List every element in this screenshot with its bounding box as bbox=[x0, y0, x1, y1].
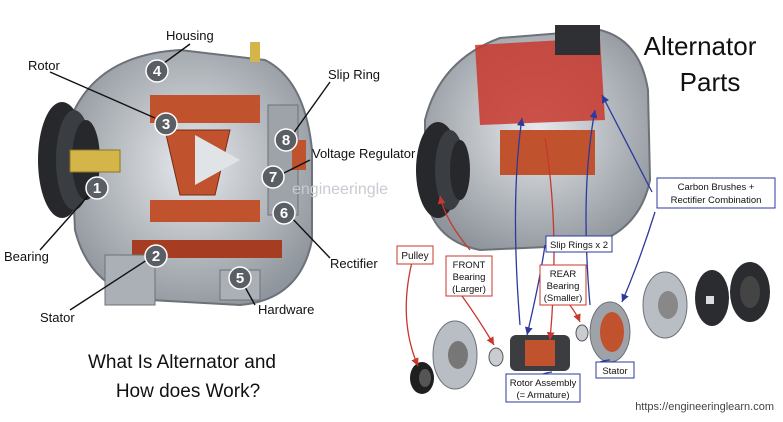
badge-2: 2 bbox=[144, 244, 168, 268]
svg-text:Carbon Brushes +: Carbon Brushes + bbox=[678, 182, 755, 193]
left-labels: Housing Rotor Slip Ring Voltage Regulato… bbox=[4, 28, 416, 325]
badge-1: 1 bbox=[85, 176, 109, 200]
right-alternator-illustration bbox=[410, 25, 770, 394]
front-bearing-label: FRONT Bearing (Larger) bbox=[445, 255, 493, 297]
stator-label: Stator bbox=[595, 361, 635, 379]
svg-text:4: 4 bbox=[153, 63, 162, 80]
source-url: https://engineeringlearn.com bbox=[635, 401, 774, 413]
svg-text:Rectifier Combination: Rectifier Combination bbox=[671, 195, 762, 206]
number-badges: 1 2 3 4 5 6 7 8 bbox=[85, 59, 298, 290]
label-hardware: Hardware bbox=[258, 302, 314, 317]
brushes-label: Carbon Brushes + Rectifier Combination bbox=[656, 177, 776, 209]
right-title: Alternator Parts bbox=[644, 31, 757, 97]
svg-text:Bearing: Bearing bbox=[453, 272, 486, 283]
exploded-rear-bearing bbox=[575, 324, 589, 342]
svg-text:REAR: REAR bbox=[550, 269, 577, 280]
svg-text:3: 3 bbox=[162, 116, 170, 133]
exploded-rotor bbox=[510, 335, 570, 371]
svg-text:(= Armature): (= Armature) bbox=[516, 390, 569, 401]
badge-8: 8 bbox=[274, 128, 298, 152]
svg-text:1: 1 bbox=[93, 180, 101, 197]
svg-text:(Larger): (Larger) bbox=[452, 284, 486, 295]
svg-text:Slip Rings x 2: Slip Rings x 2 bbox=[550, 240, 608, 251]
svg-text:6: 6 bbox=[280, 205, 288, 222]
label-rectifier: Rectifier bbox=[330, 256, 378, 271]
title-line-2: Parts bbox=[680, 67, 741, 97]
exploded-cover bbox=[730, 262, 770, 322]
label-housing: Housing bbox=[166, 28, 214, 43]
pulley-label: Pulley bbox=[396, 245, 434, 265]
caption-line-1: What Is Alternator and bbox=[88, 352, 276, 373]
label-voltage-regulator: Voltage Regulator bbox=[312, 146, 416, 161]
exploded-front-bearing bbox=[488, 347, 504, 367]
exploded-front-housing bbox=[432, 320, 478, 390]
badge-3: 3 bbox=[154, 112, 178, 136]
svg-text:(Smaller): (Smaller) bbox=[544, 293, 583, 304]
label-slip-ring: Slip Ring bbox=[328, 67, 380, 82]
badge-7: 7 bbox=[261, 165, 285, 189]
svg-text:Stator: Stator bbox=[602, 366, 627, 377]
title-line-1: Alternator bbox=[644, 31, 757, 61]
rotor-assembly-label: Rotor Assembly (= Armature) bbox=[505, 373, 581, 403]
caption-line-2: How does Work? bbox=[116, 381, 260, 402]
svg-text:Rotor Assembly: Rotor Assembly bbox=[510, 378, 577, 389]
label-stator: Stator bbox=[40, 310, 75, 325]
exploded-pulley bbox=[410, 362, 434, 394]
rear-bearing-label: REAR Bearing (Smaller) bbox=[539, 264, 587, 306]
svg-text:8: 8 bbox=[282, 132, 290, 149]
label-rotor: Rotor bbox=[28, 58, 60, 73]
svg-text:Bearing: Bearing bbox=[547, 281, 580, 292]
svg-text:2: 2 bbox=[152, 248, 160, 265]
exploded-rear-housing bbox=[642, 271, 688, 339]
watermark: engineeringle bbox=[292, 181, 388, 198]
svg-text:Pulley: Pulley bbox=[401, 251, 428, 262]
left-caption: What Is Alternator and How does Work? bbox=[88, 352, 276, 402]
left-alternator-illustration bbox=[38, 42, 313, 307]
exploded-rectifier bbox=[695, 270, 729, 326]
exploded-stator bbox=[589, 301, 631, 363]
svg-text:5: 5 bbox=[236, 270, 244, 287]
left-leader-lines bbox=[39, 43, 331, 311]
slip-rings-label: Slip Rings x 2 bbox=[545, 235, 613, 253]
label-bearing: Bearing bbox=[4, 249, 49, 264]
badge-5: 5 bbox=[228, 266, 252, 290]
badge-6: 6 bbox=[272, 201, 296, 225]
svg-text:FRONT: FRONT bbox=[453, 260, 486, 271]
svg-text:7: 7 bbox=[269, 169, 277, 186]
badge-4: 4 bbox=[145, 59, 169, 83]
